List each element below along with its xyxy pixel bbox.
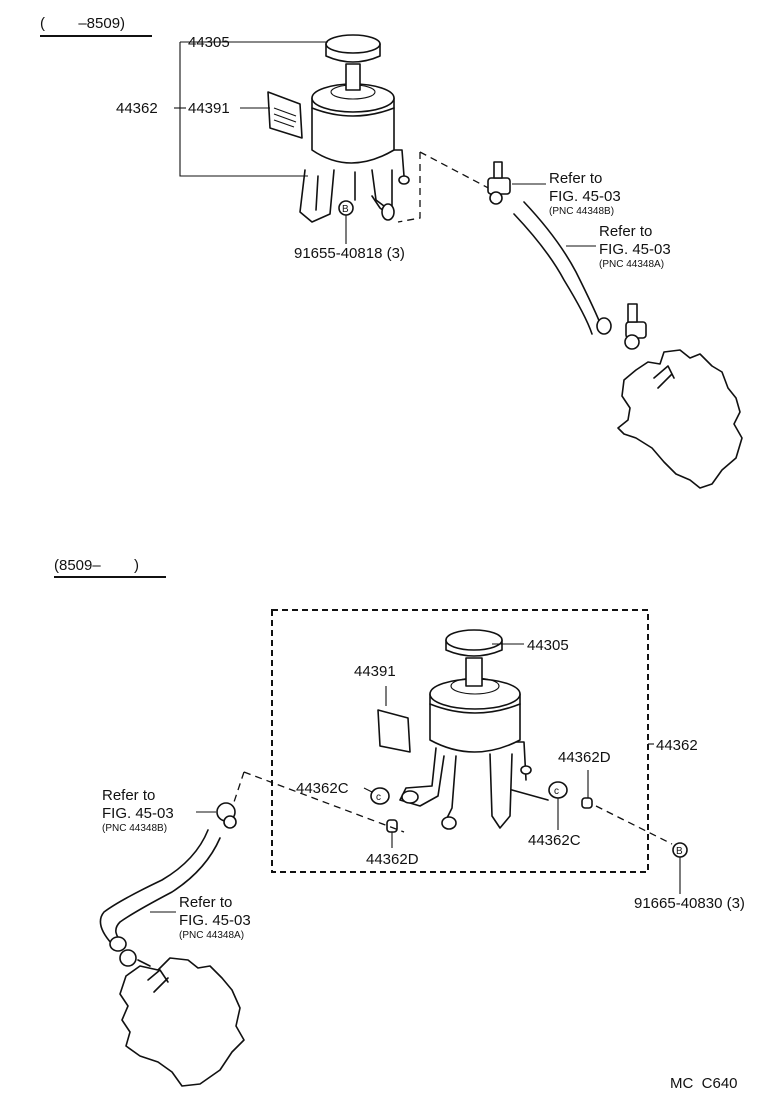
ref1-line1-early: Refer to bbox=[549, 170, 602, 187]
range-label-early: ( –8509) bbox=[40, 15, 125, 32]
pump-outline-late bbox=[119, 957, 245, 1087]
assembly-box-late bbox=[271, 609, 649, 873]
ref2-pnc-late: (PNC 44348A) bbox=[179, 930, 244, 941]
label-cap-late: 44305 bbox=[527, 637, 569, 654]
ref1-line2-late: FIG. 45-03 bbox=[102, 805, 174, 822]
reservoir-early: B bbox=[267, 34, 410, 223]
section-late: (8509– ) bbox=[54, 557, 745, 1087]
pump-outline-early bbox=[617, 349, 743, 489]
svg-text:c: c bbox=[376, 792, 381, 803]
label-bolt-early: 91655-40818 (3) bbox=[294, 245, 405, 262]
hose-late bbox=[99, 802, 237, 967]
label-assembly-late: 44362 bbox=[656, 737, 698, 754]
ref1-line2-early: FIG. 45-03 bbox=[549, 188, 621, 205]
ref1-pnc-late: (PNC 44348B) bbox=[102, 823, 167, 834]
clamp-upper-early bbox=[487, 161, 511, 205]
grommet-c-left: c bbox=[370, 787, 390, 805]
ref2-line2-late: FIG. 45-03 bbox=[179, 912, 251, 929]
svg-text:B: B bbox=[676, 846, 683, 857]
label-grommet-d-left: 44362D bbox=[366, 851, 419, 868]
grommet-c-right: c bbox=[548, 781, 568, 799]
footer-code: MC C640 bbox=[670, 1075, 738, 1092]
clamp-lower-early bbox=[624, 303, 647, 350]
ref2-line1-early: Refer to bbox=[599, 223, 652, 240]
grommet-d-right bbox=[581, 797, 593, 809]
label-bolt-late: 91665-40830 (3) bbox=[634, 895, 745, 912]
ref2-line1-late: Refer to bbox=[179, 894, 232, 911]
range-label-late: (8509– ) bbox=[54, 557, 139, 574]
svg-text:B: B bbox=[342, 204, 349, 215]
label-sheet-late: 44391 bbox=[354, 663, 396, 680]
label-grommet-c-right: 44362C bbox=[528, 832, 581, 849]
ref1-line1-late: Refer to bbox=[102, 787, 155, 804]
ref1-pnc-early: (PNC 44348B) bbox=[549, 206, 614, 217]
ref2-line2-early: FIG. 45-03 bbox=[599, 241, 671, 258]
section-early: ( –8509) bbox=[40, 15, 743, 489]
svg-text:c: c bbox=[554, 786, 559, 797]
label-cap-early: 44305 bbox=[188, 34, 230, 51]
label-grommet-d-right: 44362D bbox=[558, 749, 611, 766]
label-grommet-c-left: 44362C bbox=[296, 780, 349, 797]
label-sheet-early: 44391 bbox=[188, 100, 230, 117]
ref2-pnc-early: (PNC 44348A) bbox=[599, 259, 664, 270]
reservoir-late: c c bbox=[370, 629, 593, 833]
grommet-d-left bbox=[386, 819, 398, 833]
bolt-marker-late bbox=[672, 842, 688, 858]
label-assembly-early: 44362 bbox=[116, 100, 158, 117]
